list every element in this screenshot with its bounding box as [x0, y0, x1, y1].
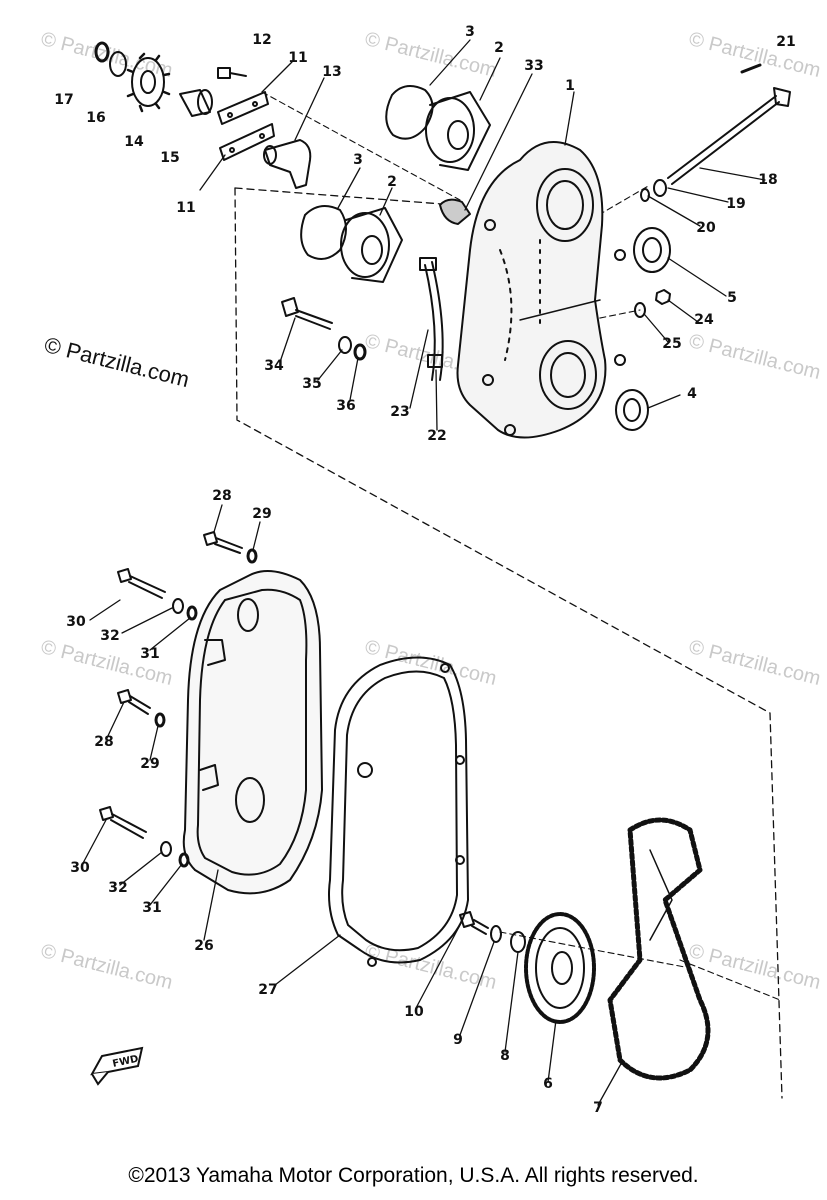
washer-35: [338, 336, 352, 354]
callout-4: 4: [687, 386, 697, 402]
bearing-cap: [263, 139, 312, 189]
callout-17: 17: [54, 92, 74, 108]
plug-33: [439, 198, 471, 225]
nut-17: [94, 41, 110, 63]
washer-9: [490, 925, 502, 943]
copyright-notice: ©2013 Yamaha Motor Corporation, U.S.A. A…: [128, 1164, 699, 1187]
washer-32-upper: [172, 598, 184, 614]
bearing-upper: [425, 91, 491, 171]
washer-20: [640, 188, 650, 202]
callout-18: 18: [758, 172, 778, 188]
washer-29-upper: [246, 548, 258, 564]
callout-13: 13: [322, 64, 342, 80]
callout-32: 32: [100, 628, 120, 644]
bolt-12: [217, 67, 247, 79]
callout-28: 28: [94, 734, 114, 750]
callout-25: 25: [662, 336, 682, 352]
forward-arrow-icon: FWD: [90, 1046, 144, 1086]
callout-3: 3: [465, 24, 475, 40]
callout-23: 23: [390, 404, 410, 420]
callout-32: 32: [108, 880, 128, 896]
callout-7: 7: [593, 1100, 603, 1116]
sleeve-15: [179, 89, 213, 117]
washer-25: [634, 302, 646, 318]
callout-2: 2: [494, 40, 504, 56]
callout-31: 31: [140, 646, 160, 662]
callout-36: 36: [336, 398, 356, 414]
long-bolt-18: [667, 87, 791, 185]
washer-31-lower: [178, 852, 190, 868]
callout-19: 19: [726, 196, 746, 212]
bolt-30-lower: [99, 806, 147, 839]
callout-29: 29: [140, 756, 160, 772]
oil-seal-4: [615, 389, 649, 431]
bolt-28-upper: [203, 531, 243, 554]
callout-15: 15: [160, 150, 180, 166]
callout-20: 20: [696, 220, 716, 236]
assembly-outline: [234, 187, 783, 1099]
callout-8: 8: [500, 1048, 510, 1064]
callout-27: 27: [258, 982, 278, 998]
washer-29-lower: [154, 712, 166, 728]
breather-pipe: [419, 257, 444, 381]
bolt-10: [459, 911, 489, 935]
callout-35: 35: [302, 376, 322, 392]
drive-sprocket-small: [126, 52, 171, 113]
washer-36: [353, 343, 367, 361]
callout-11: 11: [176, 200, 196, 216]
driven-sprocket: [524, 912, 596, 1024]
callout-2: 2: [387, 174, 397, 190]
oil-seal-5: [633, 227, 671, 273]
gasket-27: [328, 656, 469, 967]
washer-31-upper: [186, 605, 198, 621]
bolt-34: [281, 297, 333, 330]
callout-21: 21: [776, 34, 796, 50]
callout-10: 10: [404, 1004, 424, 1020]
callout-3: 3: [353, 152, 363, 168]
callout-16: 16: [86, 110, 106, 126]
nut-24: [655, 289, 671, 305]
washer-16: [109, 51, 127, 77]
bolt-30-upper: [117, 568, 166, 599]
bearing-lower: [340, 207, 403, 283]
chain-case-cover: [182, 570, 323, 895]
bolt-28-lower: [117, 689, 151, 715]
pin-21: [740, 63, 762, 74]
callout-6: 6: [543, 1076, 553, 1092]
callout-29: 29: [252, 506, 272, 522]
washer-32-lower: [160, 841, 172, 857]
callout-22: 22: [427, 428, 447, 444]
callout-26: 26: [194, 938, 214, 954]
callout-12: 12: [252, 32, 272, 48]
chain-case-housing: [456, 141, 626, 439]
circlip-lower: [300, 205, 347, 260]
callout-31: 31: [142, 900, 162, 916]
callout-14: 14: [124, 134, 144, 150]
callout-11: 11: [288, 50, 308, 66]
callout-1: 1: [565, 78, 575, 94]
callout-34: 34: [264, 358, 284, 374]
callout-33: 33: [524, 58, 544, 74]
washer-8: [510, 931, 526, 953]
callout-24: 24: [694, 312, 714, 328]
circlip-upper: [385, 85, 434, 140]
drive-chain: [607, 817, 711, 1081]
callout-30: 30: [66, 614, 86, 630]
callout-28: 28: [212, 488, 232, 504]
callout-9: 9: [453, 1032, 463, 1048]
callout-5: 5: [727, 290, 737, 306]
callout-30: 30: [70, 860, 90, 876]
fwd-label: FWD: [112, 1054, 140, 1070]
retainer-plates: [217, 91, 275, 161]
washer-19: [653, 179, 667, 197]
